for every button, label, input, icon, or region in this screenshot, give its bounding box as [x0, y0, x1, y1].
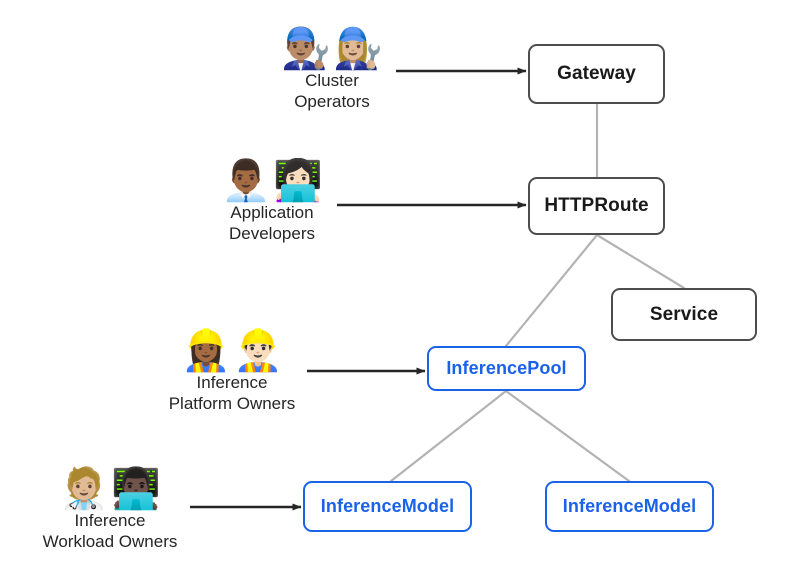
man-mechanic-icon: 👨🏽‍🔧: [281, 26, 331, 72]
node-service[interactable]: Service: [611, 288, 757, 341]
woman-technologist-icon: 👩🏻‍💻: [273, 158, 323, 204]
man-office-worker-icon: 👨🏾‍💼: [221, 158, 271, 204]
man-technologist-icon: 👨🏿‍💻: [111, 466, 161, 512]
persona-icons-inference-platform-owners: 👷🏾‍♀️ 👷🏻‍♂️: [181, 330, 283, 372]
persona-icons-application-developers: 👨🏾‍💼 👩🏻‍💻: [221, 160, 323, 202]
man-construction-worker-icon: 👷🏻‍♂️: [233, 328, 283, 374]
node-gateway[interactable]: Gateway: [528, 44, 665, 104]
woman-construction-worker-icon: 👷🏾‍♀️: [181, 328, 231, 374]
edge-httproute-inferencepool: [504, 233, 599, 348]
node-inferencemodel-1[interactable]: InferenceModel: [303, 481, 472, 532]
edge-inferencepool-inferencemodel-1: [389, 389, 508, 483]
node-httproute[interactable]: HTTPRoute: [528, 177, 665, 235]
persona-inference-platform-owners: 👷🏾‍♀️ 👷🏻‍♂️ Inference Platform Owners: [132, 330, 332, 414]
persona-icons-inference-workload-owners: 🧑🏼‍⚕️ 👨🏿‍💻: [59, 468, 161, 510]
node-inferencepool[interactable]: InferencePool: [427, 346, 586, 391]
node-inferencemodel-2[interactable]: InferenceModel: [545, 481, 714, 532]
edge-inferencepool-inferencemodel-2: [504, 389, 631, 483]
persona-icons-cluster-operators: 👨🏽‍🔧 👩🏼‍🔧: [281, 28, 383, 70]
woman-mechanic-icon: 👩🏼‍🔧: [333, 26, 383, 72]
persona-label-cluster-operators: Cluster Operators: [294, 71, 370, 111]
persona-label-application-developers: Application Developers: [229, 203, 315, 243]
ownership-arrows: [190, 67, 527, 511]
health-worker-icon: 🧑🏼‍⚕️: [59, 466, 109, 512]
edge-httproute-service: [595, 233, 686, 290]
persona-label-inference-platform-owners: Inference Platform Owners: [168, 373, 296, 413]
persona-cluster-operators: 👨🏽‍🔧 👩🏼‍🔧 Cluster Operators: [232, 28, 432, 112]
persona-application-developers: 👨🏾‍💼 👩🏻‍💻 Application Developers: [172, 160, 372, 244]
persona-inference-workload-owners: 🧑🏼‍⚕️ 👨🏿‍💻 Inference Workload Owners: [10, 468, 210, 552]
persona-label-inference-workload-owners: Inference Workload Owners: [42, 511, 178, 551]
